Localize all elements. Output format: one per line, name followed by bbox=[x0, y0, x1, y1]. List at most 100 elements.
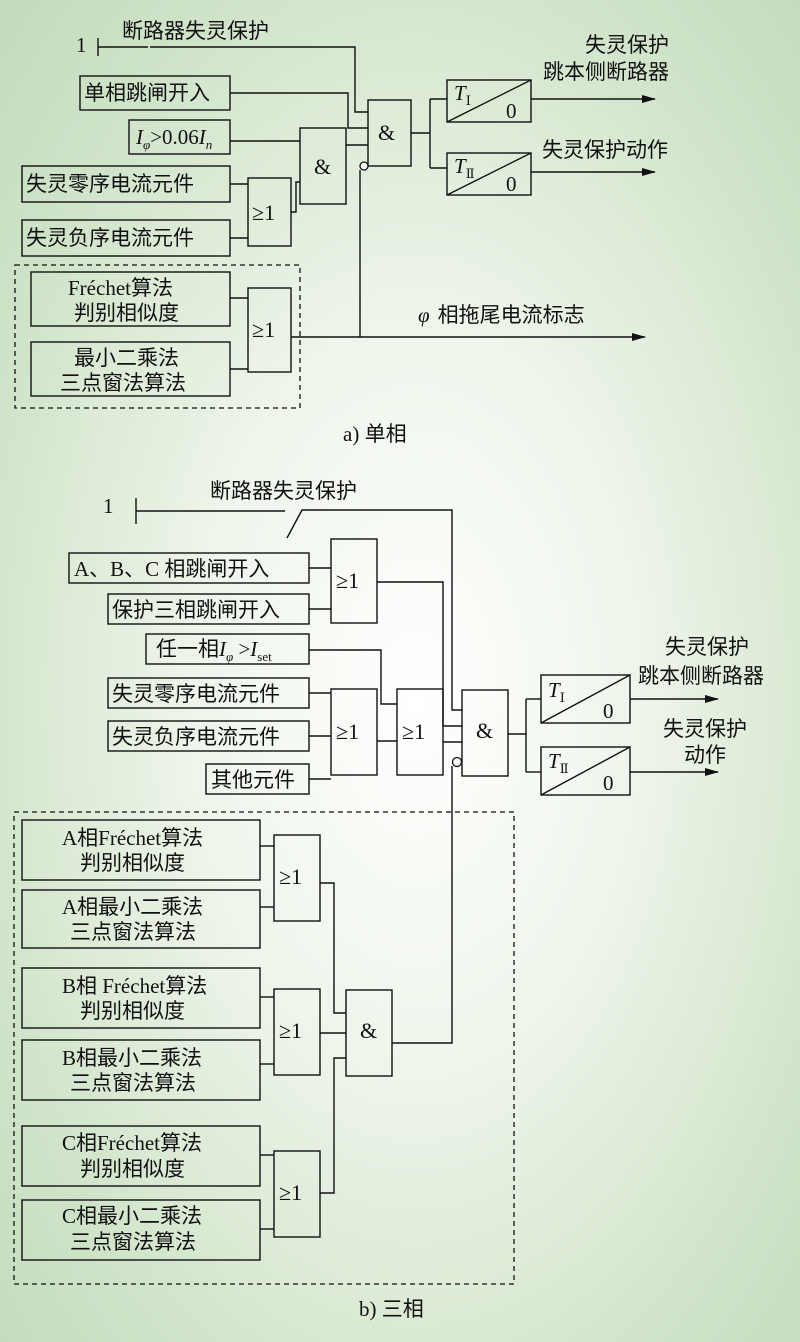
constant-one-b: 1 bbox=[103, 494, 114, 518]
any-phase-current-label: 任一相Iφ >Iset bbox=[156, 637, 272, 664]
lsq-a-line1: 最小二乘法 bbox=[74, 346, 179, 370]
any-phase-current-box bbox=[145, 633, 310, 665]
timer-t1-a bbox=[446, 79, 532, 123]
diagram-b-three-phase: 1 断路器失灵保护 A、B、C 相跳闸开入 保护三相跳闸开入 ≥1 任一相Iφ … bbox=[13, 479, 764, 1321]
a-frechet-line2: 判别相似度 bbox=[80, 851, 185, 875]
or-gate-trip-b-label: ≥1 bbox=[336, 568, 359, 593]
neg-seq-label-b: 失灵负序电流元件 bbox=[112, 725, 280, 749]
lsq-a-line2: 三点窗法算法 bbox=[60, 371, 186, 395]
timer-t2-b bbox=[540, 746, 631, 796]
a-lsq-box bbox=[21, 889, 261, 949]
out1-b-line1: 失灵保护 bbox=[665, 635, 749, 659]
constant-one-a: 1 bbox=[76, 33, 87, 57]
wire-single-trip bbox=[230, 92, 368, 129]
wire-or-trip-to-and bbox=[377, 581, 462, 727]
or-gate-algo-a-label: ≥1 bbox=[252, 317, 275, 342]
and-gate-outer-a-label: & bbox=[378, 120, 395, 145]
frechet-a-line2: 判别相似度 bbox=[74, 301, 179, 325]
out1-a-line2: 跳本侧断路器 bbox=[543, 60, 669, 84]
current-threshold-label: Iφ>0.06In bbox=[135, 125, 212, 152]
algorithm-group-a bbox=[14, 264, 301, 409]
wire-phase-and-feedback bbox=[392, 766, 453, 1044]
a-lsq-line1: A相最小二乘法 bbox=[62, 895, 203, 919]
out1-b-line2: 跳本侧断路器 bbox=[638, 664, 764, 688]
or-gate-current-b bbox=[396, 688, 444, 776]
timer-t2-b-label: TⅡ bbox=[548, 749, 569, 776]
a-lsq-line2: 三点窗法算法 bbox=[70, 920, 196, 944]
c-lsq-box bbox=[21, 1199, 261, 1261]
three-trip-label: 保护三相跳闸开入 bbox=[112, 598, 280, 622]
frechet-a-line1: Fréchet算法 bbox=[68, 276, 173, 300]
wire-breaker-fail-b bbox=[286, 509, 462, 711]
and-gate-phases-b-label: & bbox=[360, 1018, 377, 1043]
and-gate-phases-b bbox=[345, 989, 393, 1077]
timer-t2-a bbox=[446, 152, 532, 196]
and-gate-inner-a-label: & bbox=[314, 154, 331, 179]
caption-a: a) 单相 bbox=[343, 422, 407, 446]
b-lsq-line2: 三点窗法算法 bbox=[70, 1071, 196, 1095]
frechet-box-a bbox=[30, 271, 231, 327]
timer-t1-b-label: TⅠ bbox=[548, 678, 565, 705]
or-gate-phase-b bbox=[273, 988, 321, 1076]
and-gate-main-b bbox=[461, 689, 509, 777]
breaker-fail-label-a: 断路器失灵保护 bbox=[122, 19, 269, 43]
out2-a-label: 失灵保护动作 bbox=[542, 138, 668, 162]
or-gate-phase-a-label: ≥1 bbox=[279, 864, 302, 889]
timer-t2-b-zero: 0 bbox=[603, 771, 614, 795]
timer-t1-b-zero: 0 bbox=[603, 699, 614, 723]
c-frechet-line2: 判别相似度 bbox=[80, 1157, 185, 1181]
or-gate-trip-b bbox=[330, 538, 378, 624]
b-frechet-box bbox=[21, 967, 261, 1029]
c-lsq-line2: 三点窗法算法 bbox=[70, 1230, 196, 1254]
b-lsq-line1: B相最小二乘法 bbox=[62, 1046, 202, 1070]
timer-t1-a-label: TⅠ bbox=[454, 81, 471, 108]
out1-a-line1: 失灵保护 bbox=[585, 33, 669, 57]
or-gate-seq-b-label: ≥1 bbox=[336, 719, 359, 744]
other-elements-label: 其他元件 bbox=[211, 768, 295, 792]
timer-t1-a-zero: 0 bbox=[506, 99, 517, 123]
wire-or-seq-to-and bbox=[291, 181, 300, 213]
or-gate-seq-a-label: ≥1 bbox=[252, 200, 275, 225]
zero-seq-label-a: 失灵零序电流元件 bbox=[26, 172, 194, 196]
or-gate-phase-a bbox=[273, 834, 321, 922]
wire-breaker-fail-a bbox=[150, 46, 368, 113]
b-frechet-line1: B相 Fréchet算法 bbox=[62, 974, 207, 998]
neg-seq-label-a: 失灵负序电流元件 bbox=[26, 226, 194, 250]
timer-t2-a-zero: 0 bbox=[506, 172, 517, 196]
timer-t2-b-diagonal bbox=[540, 746, 631, 796]
or-gate-seq-b bbox=[330, 688, 378, 776]
timer-t1-a-diagonal bbox=[446, 79, 532, 123]
out2-b-line2: 动作 bbox=[684, 743, 726, 767]
c-lsq-line1: C相最小二乘法 bbox=[62, 1204, 202, 1228]
c-frechet-box bbox=[21, 1125, 261, 1187]
and-gate-inner-a bbox=[299, 127, 347, 205]
timer-t2-a-label: TⅡ bbox=[454, 154, 475, 181]
caption-b: b) 三相 bbox=[359, 1297, 424, 1321]
timer-t1-b-diagonal bbox=[540, 674, 631, 724]
b-lsq-box bbox=[21, 1039, 261, 1101]
wire-or-a-to-and bbox=[320, 882, 346, 1014]
abc-trip-label: A、B、C 相跳闸开入 bbox=[74, 557, 269, 581]
c-frechet-line1: C相Fréchet算法 bbox=[62, 1131, 202, 1155]
current-threshold-box bbox=[128, 119, 231, 155]
and-gate-main-b-label: & bbox=[476, 718, 493, 743]
timer-t2-a-diagonal bbox=[446, 152, 532, 196]
single-trip-input-label: 单相跳闸开入 bbox=[84, 81, 210, 105]
wire-or-c-to-and bbox=[320, 1057, 346, 1194]
diagram-a-single-phase: 1 断路器失灵保护 单相跳闸开入 Iφ>0.06In 失灵零序电流元件 失灵负序… bbox=[14, 19, 669, 446]
inverter-bubble-a bbox=[359, 161, 369, 171]
out2-b-line1: 失灵保护 bbox=[663, 717, 747, 741]
or-gate-current-b-label: ≥1 bbox=[402, 719, 425, 744]
b-frechet-line2: 判别相似度 bbox=[80, 999, 185, 1023]
inverter-bubble-b bbox=[451, 756, 463, 768]
a-frechet-box bbox=[21, 819, 261, 881]
wire-any-phase bbox=[309, 649, 397, 705]
or-gate-phase-c bbox=[273, 1150, 321, 1238]
or-gate-algo-a bbox=[247, 287, 292, 373]
zero-seq-label-b: 失灵零序电流元件 bbox=[112, 682, 280, 706]
breaker-fail-label-b: 断路器失灵保护 bbox=[210, 479, 357, 503]
or-gate-phase-b-label: ≥1 bbox=[279, 1018, 302, 1043]
a-frechet-line1: A相Fréchet算法 bbox=[62, 826, 203, 850]
